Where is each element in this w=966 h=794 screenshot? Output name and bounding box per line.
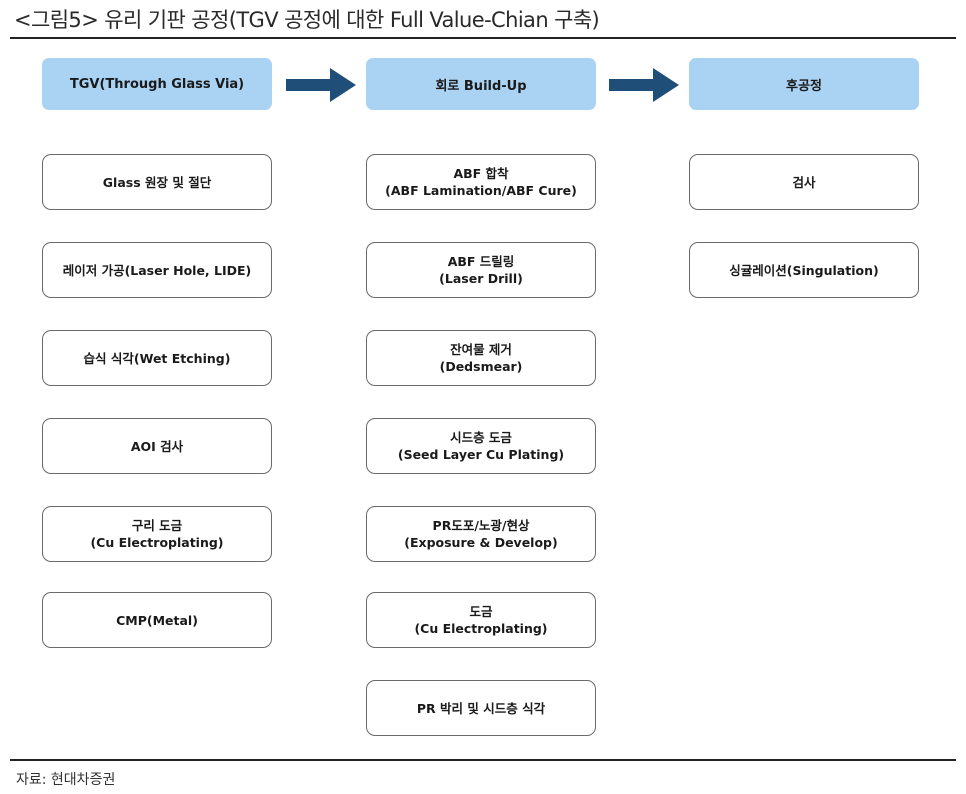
step-glass-cutting: Glass 원장 및 절단	[42, 154, 272, 210]
step-line2: (Cu Electroplating)	[414, 621, 548, 636]
step-line1: 습식 식각(Wet Etching)	[83, 350, 231, 366]
step-line2: (Cu Electroplating)	[90, 535, 224, 550]
step-line1: 잔여물 제거	[450, 342, 512, 357]
step-line1: Glass 원장 및 절단	[102, 174, 212, 190]
step-cmp-metal: CMP(Metal)	[42, 592, 272, 648]
bottom-rule	[10, 759, 956, 761]
arrow-right-icon	[609, 68, 679, 102]
figure-title: <그림5> 유리 기판 공정(TGV 공정에 대한 Full Value-Chi…	[14, 8, 600, 32]
step-line2: (Dedsmear)	[439, 359, 523, 374]
step-aoi-inspection: AOI 검사	[42, 418, 272, 474]
step-cu-electroplating: 구리 도금 (Cu Electroplating)	[42, 506, 272, 562]
step-abf-lamination: ABF 합착 (ABF Lamination/ABF Cure)	[366, 154, 596, 210]
step-line1: ABF 합착	[453, 166, 509, 181]
step-line1: 검사	[792, 174, 816, 190]
step-line2: (Laser Drill)	[439, 271, 523, 286]
step-wet-etching: 습식 식각(Wet Etching)	[42, 330, 272, 386]
step-line1: 시드층 도금	[450, 430, 512, 445]
step-inspection: 검사	[689, 154, 919, 210]
step-line1: 레이저 가공(Laser Hole, LIDE)	[62, 262, 252, 278]
step-line1: CMP(Metal)	[116, 612, 198, 628]
step-line1: 도금	[469, 604, 493, 619]
source-note: 자료: 현대차증권	[16, 772, 116, 788]
step-line2: (Seed Layer Cu Plating)	[397, 447, 565, 462]
step-singulation: 싱귤레이션(Singulation)	[689, 242, 919, 298]
step-line2: (ABF Lamination/ABF Cure)	[385, 183, 577, 198]
step-pr-exposure-develop: PR도포/노광/현상 (Exposure & Develop)	[366, 506, 596, 562]
step-seed-layer-plating: 시드층 도금 (Seed Layer Cu Plating)	[366, 418, 596, 474]
arrow-right-icon	[286, 68, 356, 102]
step-desmear: 잔여물 제거 (Dedsmear)	[366, 330, 596, 386]
header-tgv: TGV(Through Glass Via)	[42, 58, 272, 110]
step-pr-strip-seed-etch: PR 박리 및 시드층 식각	[366, 680, 596, 736]
step-laser-hole: 레이저 가공(Laser Hole, LIDE)	[42, 242, 272, 298]
step-line1: 구리 도금	[131, 518, 183, 533]
step-line1: ABF 드릴링	[447, 254, 515, 269]
step-abf-drilling: ABF 드릴링 (Laser Drill)	[366, 242, 596, 298]
step-line1: PR도포/노광/현상	[432, 518, 530, 533]
step-line1: 싱귤레이션(Singulation)	[729, 262, 879, 278]
header-build-up: 회로 Build-Up	[366, 58, 596, 110]
step-plating: 도금 (Cu Electroplating)	[366, 592, 596, 648]
top-rule	[10, 37, 956, 39]
step-line1: PR 박리 및 시드층 식각	[416, 700, 546, 716]
step-line2: (Exposure & Develop)	[404, 535, 558, 550]
header-post-process: 후공정	[689, 58, 919, 110]
step-line1: AOI 검사	[130, 438, 184, 454]
